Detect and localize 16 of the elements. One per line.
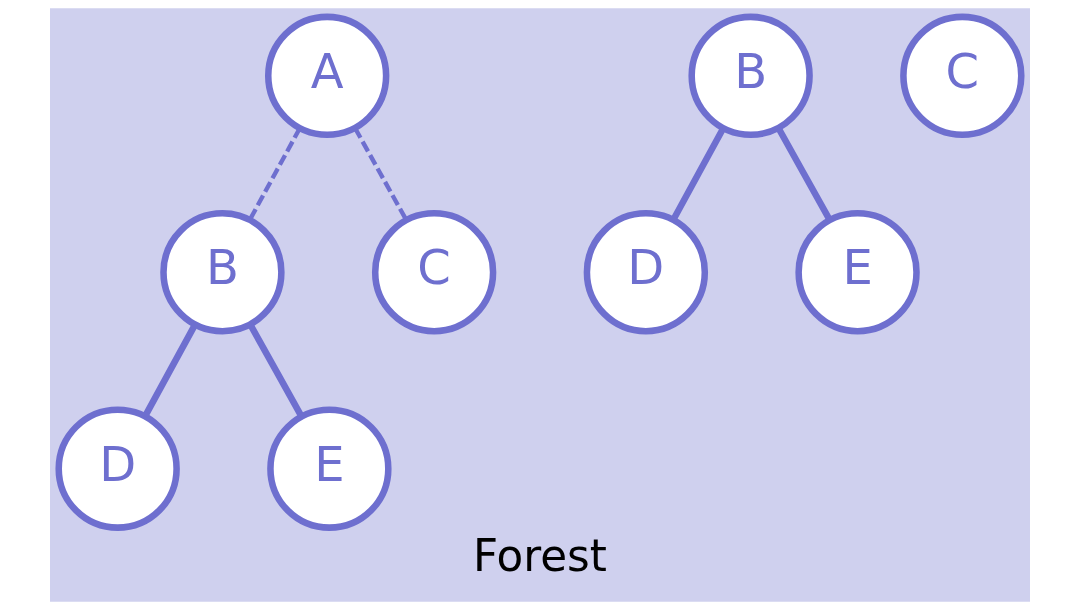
connector xyxy=(775,126,833,222)
connector xyxy=(247,127,302,221)
caption: Forest xyxy=(473,530,607,582)
node-circle: A xyxy=(265,13,390,139)
connector xyxy=(142,323,198,418)
node-circle: C xyxy=(371,210,497,335)
node-circle: B xyxy=(160,210,285,335)
node-circle: E xyxy=(795,210,920,335)
node-circle: D xyxy=(583,210,709,335)
node-circle: D xyxy=(55,406,180,531)
node-circle: C xyxy=(900,13,1025,139)
connector xyxy=(247,323,305,418)
node-circle: E xyxy=(267,406,392,531)
connector xyxy=(353,127,409,221)
node-circle: B xyxy=(688,13,813,139)
connector xyxy=(670,126,726,222)
